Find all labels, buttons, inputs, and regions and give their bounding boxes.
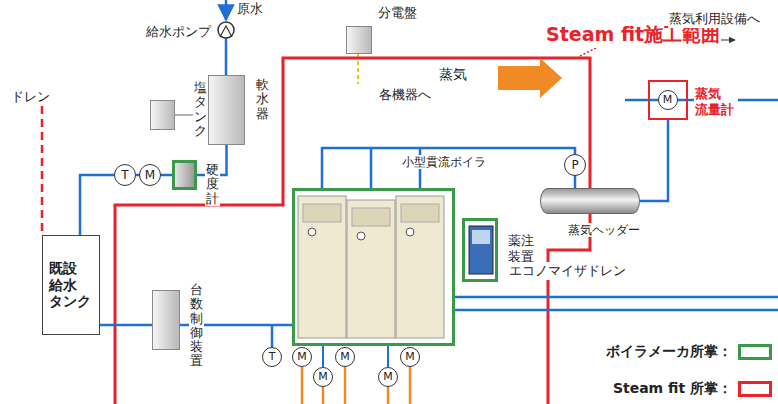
destination-label: 蒸気利用設備へ: [668, 10, 761, 28]
node-text: 塩タンク: [193, 81, 208, 138]
drain-line: [41, 106, 44, 235]
steam-header: 蒸気ヘッダー: [540, 188, 640, 214]
pump-pipe: [225, 38, 228, 75]
softener: 軟水器: [208, 75, 245, 145]
pipe-connector: [322, 148, 575, 188]
dosing-device: [472, 230, 490, 244]
instrument-circle: M: [378, 367, 398, 387]
feed-pipe: [322, 346, 324, 367]
legend-text: Steam fit 所掌：: [613, 380, 732, 398]
node-text: M: [340, 350, 350, 363]
node-text: T: [269, 350, 276, 363]
boiler-unit: [396, 196, 444, 338]
steam-label: 蒸気: [438, 66, 468, 84]
legend-swatch: [738, 381, 772, 397]
hardness-meter: 硬度計: [172, 160, 197, 190]
legend-text: ボイラメーカ所掌：: [606, 343, 732, 361]
feed-pipe: [271, 325, 274, 347]
node-text: M: [297, 350, 307, 363]
dosing-device: [469, 226, 493, 274]
steam-arrow: [498, 58, 562, 98]
raw-water-pipe: [225, 0, 228, 20]
drain-label: エコノマイザドレン: [508, 262, 627, 280]
controller-box: 台数制御装置: [152, 290, 180, 350]
fuel-pipe: [302, 367, 410, 404]
node-text: M: [318, 370, 328, 383]
instrument-circle: T: [262, 347, 282, 367]
inlet-label: 原水: [236, 0, 264, 18]
economizer-drain-pipe: [455, 296, 778, 299]
node-text: 硬度計: [205, 163, 220, 206]
node-text: M: [405, 350, 415, 363]
node-text: P: [571, 158, 578, 172]
instrument-circle: M: [292, 347, 312, 367]
node-text: 分電盤: [377, 5, 418, 21]
feed-tank: 既設 給水 タンク: [42, 235, 100, 335]
instrument-circle: M: [313, 367, 333, 387]
pipe-connector: [640, 120, 668, 201]
node-text: 蒸気ヘッダー: [567, 223, 641, 237]
node-text: 軟水器: [255, 78, 270, 121]
pump-symbol: [218, 22, 234, 38]
boiler-unit: [347, 200, 395, 338]
instrument-circle: M: [335, 347, 355, 367]
panel-box: 分電盤: [346, 26, 372, 54]
pump-symbol: [220, 26, 232, 37]
dosing-unit: 薬注 装置: [462, 218, 498, 282]
node-text: 台数制御装置: [189, 283, 204, 369]
node-text: 既設 給水 タンク: [49, 260, 94, 310]
instrument-circle: T: [114, 164, 136, 186]
node-text: M: [663, 93, 673, 106]
steam-pipe: [370, 148, 373, 188]
drain-label: ドレン: [10, 88, 51, 106]
boiler-unit: [298, 196, 346, 338]
salt-tank: 塩タンク: [150, 100, 175, 130]
node-text: 蒸気 流量計: [694, 86, 738, 117]
pipe-connector: [80, 145, 227, 235]
pump-label: 給水ポンプ: [145, 23, 212, 41]
legend-swatch: [738, 344, 772, 360]
node-text: M: [145, 168, 155, 182]
node-text: 薬注 装置: [507, 233, 539, 264]
legend-item: Steam fit 所掌：: [613, 380, 772, 398]
scope-boundary: [115, 58, 590, 404]
instrument-circle: P: [564, 154, 586, 176]
destination-label: 各機器へ: [378, 86, 432, 104]
node-text: T: [121, 168, 128, 182]
leader-line: [578, 48, 596, 57]
flow-meter-box: 蒸気 流量計M: [648, 80, 688, 120]
boiler-group: 小型貫流ボイラ: [292, 188, 455, 346]
node-text: 小型貫流ボイラ: [401, 155, 487, 169]
instrument-circle: M: [658, 90, 678, 110]
node-text: M: [383, 370, 393, 383]
legend-item: ボイラメーカ所掌：: [606, 343, 772, 361]
instrument-circle: M: [139, 164, 161, 186]
economizer-drain-pipe: [455, 309, 778, 312]
instrument-circle: M: [400, 347, 420, 367]
feed-pipe: [387, 346, 389, 367]
